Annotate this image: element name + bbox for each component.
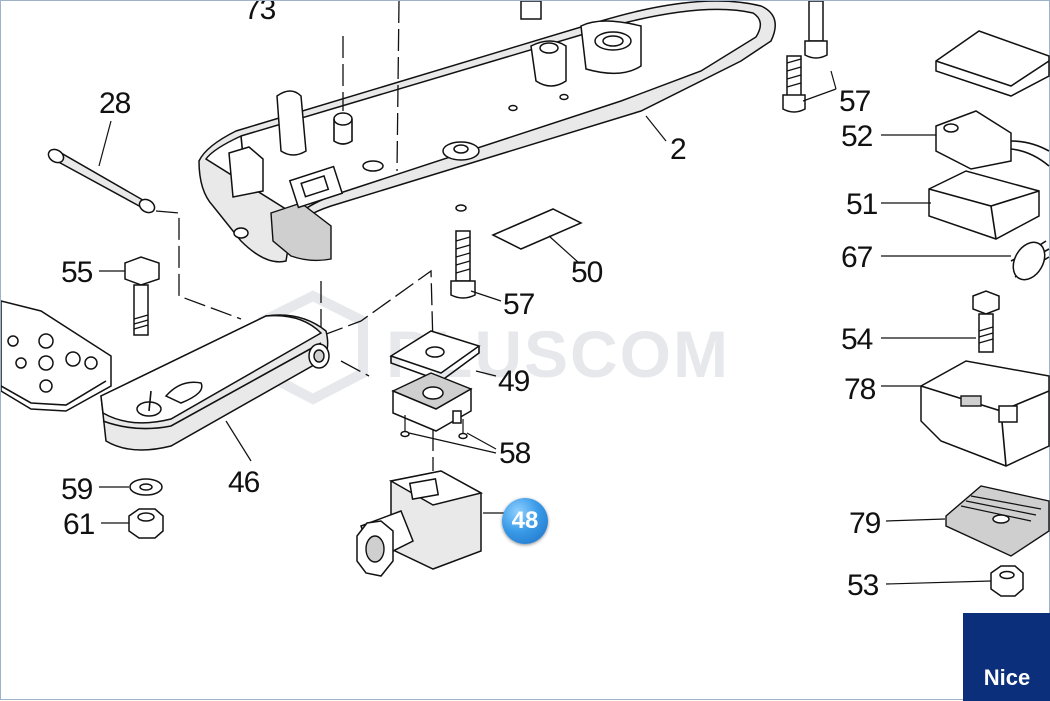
label-52: 52 [841,120,873,153]
base-plate[interactable] [1,300,112,412]
label-59: 59 [61,473,93,506]
microswitch-part-52[interactable] [935,110,1050,170]
label-50: 50 [571,256,603,289]
label-54: 54 [841,323,873,356]
bracket-part-78[interactable] [920,360,1050,467]
label-79: 79 [849,507,881,540]
label-67: 67 [841,241,873,274]
screw-part-57-upper-right[interactable] [782,1,828,113]
highlighted-part-badge[interactable]: 48 [502,498,548,544]
label-61: 61 [63,508,95,541]
housing-part-2[interactable] [198,1,776,263]
label-57-upper: 57 [839,85,871,118]
nut-part-61[interactable] [128,508,164,539]
clamp-part-79[interactable] [945,485,1050,557]
watermark: PLUSCOM [258,290,728,405]
nut-part-53[interactable] [990,565,1024,597]
label-55: 55 [61,256,93,289]
nice-brand-logo: Nice [963,613,1050,701]
sticker-part-50[interactable] [491,208,583,250]
label-53: 53 [847,569,879,602]
washer-part-59[interactable] [129,478,163,496]
label-46: 46 [228,466,260,499]
connector-part-48[interactable] [356,470,484,577]
screws-part-58[interactable] [400,415,468,440]
label-51: 51 [846,188,878,221]
cover-part-51[interactable] [928,170,1040,240]
bolt-part-54[interactable] [972,290,1000,353]
label-28: 28 [99,87,131,120]
bolt-part-55[interactable] [124,256,160,336]
label-73: 73 [244,1,276,26]
label-78: 78 [844,373,876,406]
label-49: 49 [498,365,530,398]
plate-part-49[interactable] [389,330,481,432]
leader-lines [98,70,1011,585]
part-labels: 73 28 2 57 52 51 67 50 55 57 54 78 49 58… [61,1,882,602]
pad-part-top-right[interactable] [935,30,1050,97]
label-57-center: 57 [503,288,535,321]
arm-part-46[interactable] [100,314,330,451]
assembly-guide-lines [155,1,434,471]
label-2: 2 [670,133,686,166]
label-58: 58 [499,437,531,470]
screw-part-57-center[interactable] [450,230,476,299]
pin-part-28[interactable] [46,147,157,215]
spring-part-67[interactable] [1007,237,1050,286]
